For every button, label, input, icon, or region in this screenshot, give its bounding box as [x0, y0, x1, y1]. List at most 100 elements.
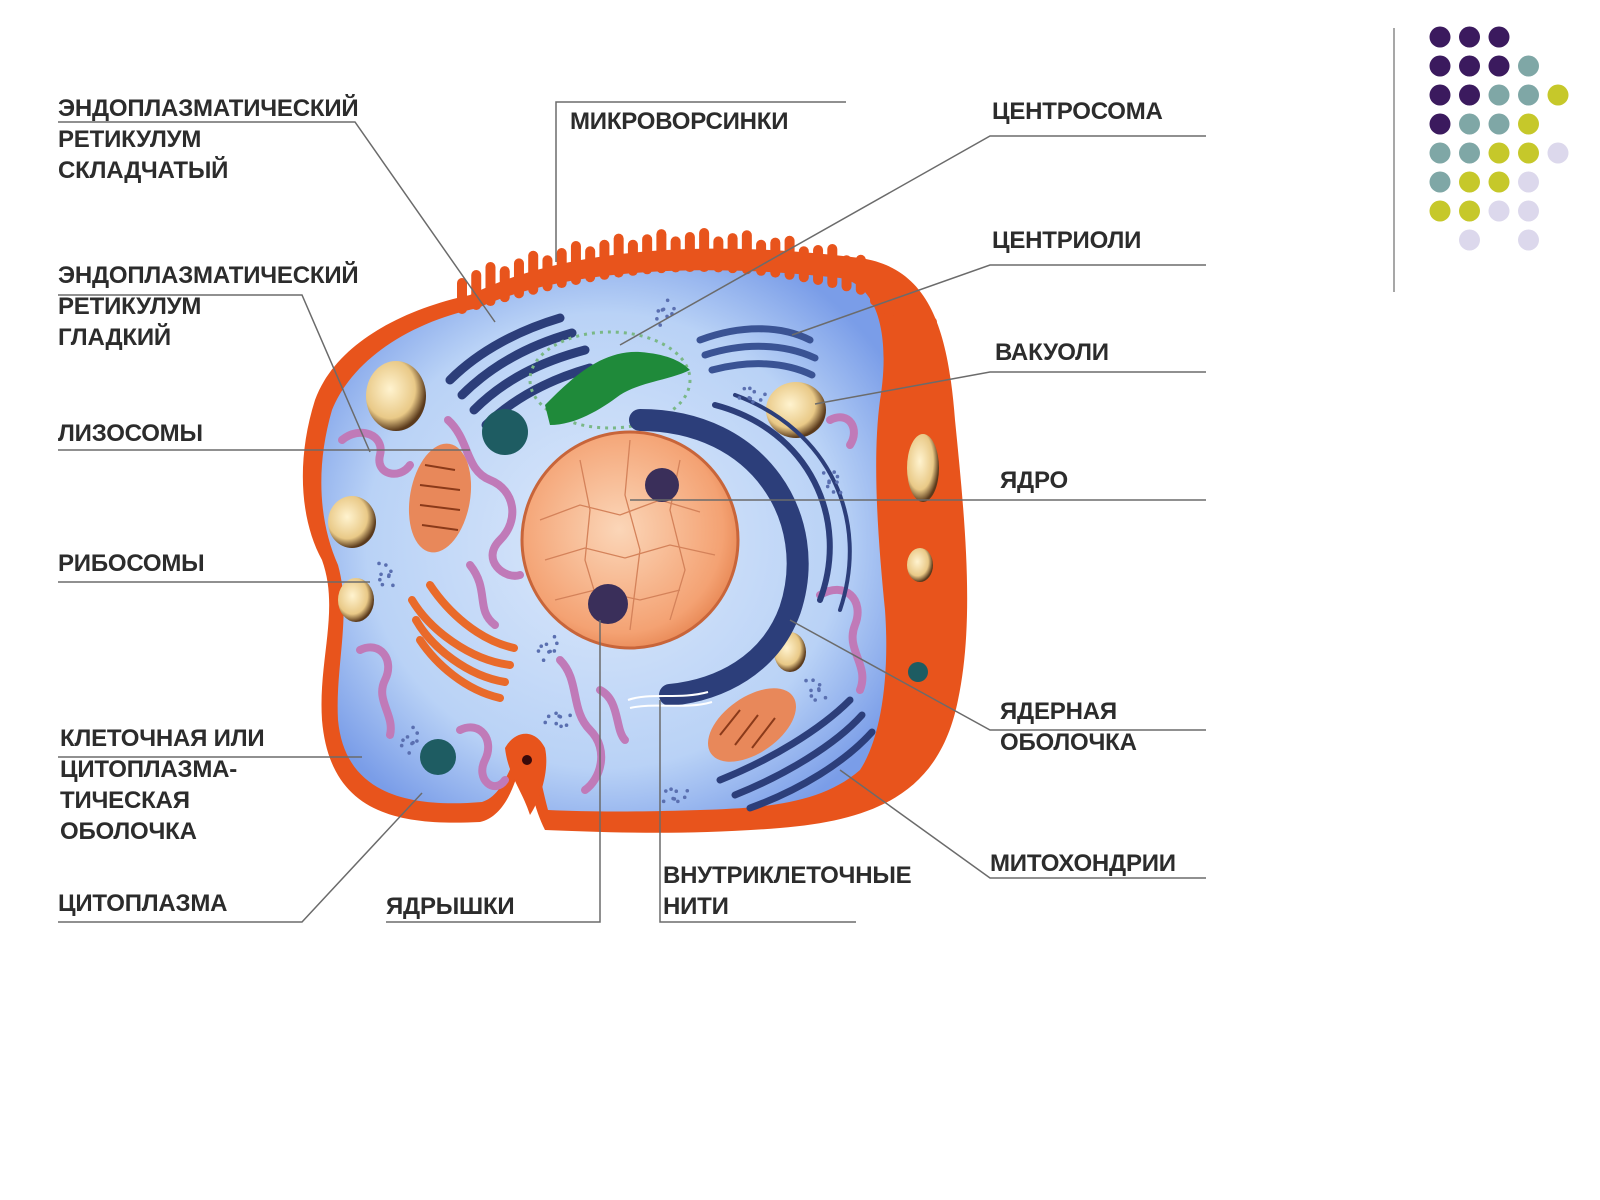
ribosome-dot: [547, 650, 551, 654]
ribosome-dot: [817, 688, 821, 693]
microvillus: [798, 246, 809, 283]
leader-er-smooth: [58, 294, 371, 453]
ribosome-dot: [391, 583, 395, 588]
ribosome-dot: [838, 490, 843, 495]
dot-grid-decoration: [1429, 26, 1569, 251]
label-line: ЦИТОПЛАЗМА-: [60, 756, 238, 783]
ribosome-dot: [751, 400, 755, 404]
ribosome-dot: [380, 582, 385, 587]
leader-mitochondria: [839, 769, 1206, 879]
decor-dot: [1488, 26, 1510, 48]
ribosome-dot: [544, 642, 549, 647]
microvillus: [855, 254, 866, 295]
decor-dot: [1518, 84, 1539, 106]
decor-dot: [1459, 113, 1480, 135]
label-nucleus: ЯДРО: [1000, 465, 1068, 496]
lysosomes: [420, 409, 928, 775]
label-line: ЦИТОПЛАЗМА: [58, 890, 228, 917]
ribosome-dot: [661, 307, 666, 312]
microvillus: [513, 258, 524, 299]
label-line: НИТИ: [663, 893, 729, 920]
ribosome-dot: [737, 396, 742, 400]
label-nucleoli: ЯДРЫШКИ: [386, 891, 515, 922]
ribosome-dot: [539, 644, 544, 649]
microvilli: [457, 228, 937, 353]
decor-dot: [1429, 26, 1451, 48]
ribosome-dot: [536, 649, 541, 653]
golgi-apparatus: [408, 581, 518, 702]
ribosome-dot: [763, 392, 767, 397]
ribosome-dot: [811, 678, 815, 682]
label-line: РЕТИКУЛУМ: [58, 126, 202, 153]
microvillus: [627, 239, 638, 276]
decor-dot: [1518, 55, 1539, 77]
decor-dot: [1488, 200, 1510, 222]
microvillus: [499, 266, 510, 303]
label-mitochondria: МИТОХОНДРИИ: [990, 848, 1176, 879]
ribosome-dot: [827, 479, 831, 483]
decor-dot: [1488, 55, 1510, 77]
ribosome-dot: [664, 789, 668, 793]
ribosome-dot: [379, 572, 383, 577]
decor-dot: [1488, 84, 1510, 106]
ribosome-dot: [415, 731, 420, 735]
leader-nucleoli: [386, 620, 601, 923]
ribosome-dot: [411, 725, 415, 730]
decor-dot: [1518, 113, 1539, 135]
leader-vacuoles: [814, 371, 1206, 405]
leader-nuclear-envelope: [789, 619, 1206, 731]
centrosome: [528, 330, 692, 430]
label-line: КЛЕТОЧНАЯ ИЛИ: [60, 725, 265, 752]
ribosome-dot: [378, 577, 382, 582]
leader-centrosome: [619, 135, 1206, 346]
intracellular-filaments: [627, 691, 713, 709]
ribosome-dot: [552, 634, 557, 639]
decor-dot: [1459, 200, 1480, 222]
label-line: ЯДРЫШКИ: [386, 893, 515, 920]
microvillus: [528, 250, 539, 295]
ribosome-dot: [817, 682, 822, 687]
ribosome-dot: [676, 799, 680, 804]
label-line: МИТОХОНДРИИ: [990, 850, 1176, 877]
microvillus: [684, 232, 695, 273]
label-line: СКЛАДЧАТЫЙ: [58, 157, 229, 184]
ribosome-dot: [747, 396, 751, 400]
microvillus: [457, 278, 467, 314]
ribosome-dot: [407, 751, 411, 755]
ribosome-dot: [672, 306, 676, 311]
label-line: РИБОСОМЫ: [58, 550, 205, 577]
ribosome-dot: [543, 720, 548, 725]
ribosome-dot: [835, 474, 840, 479]
ribosome-dot: [804, 678, 808, 683]
decor-dot: [1518, 200, 1539, 222]
membrane-pouch: [505, 733, 547, 815]
ribosome-dot: [401, 738, 405, 742]
microvillus: [585, 246, 596, 283]
decor-dot: [1518, 142, 1539, 164]
microvillus: [784, 235, 795, 280]
ribosome-dot: [832, 470, 837, 474]
ribosome-dot: [555, 641, 559, 646]
ribosome-dot: [558, 714, 563, 719]
decor-dot: [1429, 171, 1451, 193]
label-line: ВАКУОЛИ: [995, 339, 1109, 366]
label-line: ЛИЗОСОМЫ: [58, 420, 203, 447]
ribosome-dot: [405, 735, 410, 739]
ribosome-dot: [742, 386, 747, 391]
rough-er-bottom: [716, 696, 876, 812]
smooth-er: [338, 413, 867, 794]
ribosome-dot: [386, 574, 391, 579]
label-line: ГЛАДКИЙ: [58, 324, 171, 351]
decor-dot: [1429, 84, 1451, 106]
label-line: ЦЕНТРИОЛИ: [992, 227, 1142, 254]
microvillus: [599, 239, 610, 280]
microvillus: [884, 281, 895, 318]
microvillus: [898, 289, 909, 330]
label-er-rough: ЭНДОПЛАЗМАТИЧЕСКИЙ РЕТИКУЛУМ СКЛАДЧАТЫЙ: [58, 93, 359, 186]
slide-decoration: [1393, 26, 1569, 292]
ribosome-dot: [682, 795, 687, 800]
label-line: ЯДРО: [1000, 467, 1068, 494]
decor-dot: [1459, 142, 1480, 164]
rough-er-top-right: [696, 325, 819, 379]
ribosome-dot: [758, 398, 763, 402]
